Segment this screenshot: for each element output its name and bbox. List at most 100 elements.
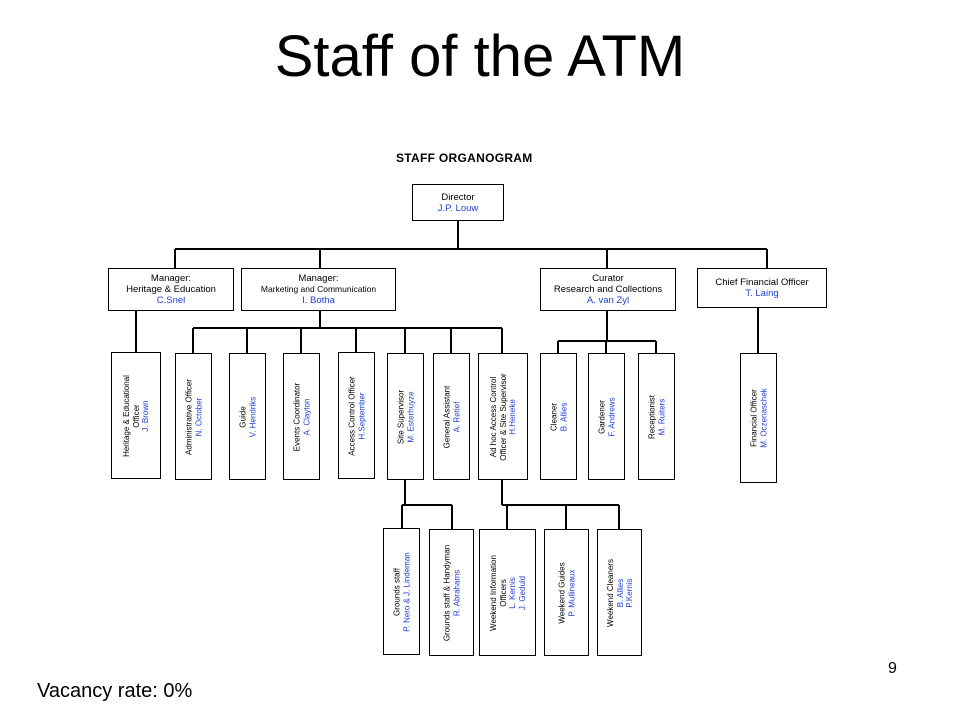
sub-staff-role-line1: Weekend Cleaners bbox=[605, 558, 615, 627]
connector-line bbox=[355, 328, 357, 353]
vacancy-rate: Vacancy rate: 0% bbox=[37, 680, 193, 702]
staff-name: A. Retief bbox=[451, 401, 461, 432]
connector-line bbox=[319, 311, 321, 328]
curator-box: Curator Research and Collections A. van … bbox=[540, 268, 676, 311]
manager-role-line1: Curator bbox=[592, 273, 624, 284]
sub-staff-role-line1: Weekend Guides bbox=[557, 561, 566, 624]
staff-name: H.September bbox=[356, 391, 366, 440]
connector-line bbox=[457, 221, 459, 249]
manager-role-line2: Research and Collections bbox=[553, 284, 663, 295]
connector-line bbox=[451, 505, 453, 529]
manager-name: I. Botha bbox=[302, 295, 335, 306]
director-box: Director J.P. Louw bbox=[412, 184, 504, 221]
manager-name: A. van Zyl bbox=[586, 295, 630, 306]
staff-name: J. Brown bbox=[140, 399, 150, 432]
manager-role-line2: Heritage & Education bbox=[126, 284, 216, 295]
sub-staff-role-line1: Grounds staff & Handyman bbox=[442, 544, 451, 641]
sub-staff-name: P. Nero & J. Lindeman bbox=[401, 551, 411, 632]
sub-staff-name: P. Mullineaux bbox=[566, 569, 576, 617]
manager-name: C.Snel bbox=[156, 295, 186, 306]
staff-role-line1: Access Control Officer bbox=[347, 375, 356, 456]
staff-role-line1: Events Coordinator bbox=[292, 382, 301, 451]
connector-line bbox=[300, 328, 302, 353]
staff-role-line1: Gardener bbox=[597, 399, 606, 434]
staff-name: M. Oczenaschek bbox=[758, 388, 768, 448]
connector-line bbox=[618, 505, 620, 529]
connector-line bbox=[401, 505, 403, 528]
sub-staff-name-2: P.Kernis bbox=[624, 577, 634, 608]
manager-role-line1: Manager: bbox=[298, 273, 339, 284]
connector-line bbox=[565, 505, 567, 529]
sub-staff-name-2: J. Geduld bbox=[517, 575, 526, 610]
staff-role-line2: Officer & Site Supervisor bbox=[498, 372, 508, 461]
sub-staff-role-line1: Weekend Information bbox=[488, 554, 498, 631]
director-name: J.P. Louw bbox=[437, 202, 479, 214]
staff-role-line1: Cleaner bbox=[549, 402, 558, 431]
connector-line bbox=[557, 341, 559, 353]
connector-line bbox=[174, 249, 176, 268]
cfo-box: Chief Financial Officer T. Laing bbox=[697, 268, 827, 308]
manager-role-line1: Manager: bbox=[150, 273, 192, 284]
connector-line bbox=[319, 249, 321, 268]
connector-line bbox=[502, 504, 619, 506]
connector-line bbox=[506, 505, 508, 529]
staff-name: B. Allies bbox=[558, 402, 568, 431]
director-role: Director bbox=[441, 191, 475, 203]
staff-role-line1: Ad hoc Access Control bbox=[488, 376, 498, 457]
staff-role-line1: Administrative Officer bbox=[184, 378, 193, 455]
staff-role-line1: General Assistant bbox=[442, 385, 451, 448]
connector-line bbox=[175, 248, 767, 250]
staff-name: A. Clayton bbox=[301, 398, 311, 435]
staff-name: M. Esterhuyze bbox=[405, 390, 415, 443]
page-number: 9 bbox=[888, 660, 897, 677]
staff-name: F. Andrews bbox=[606, 396, 616, 437]
staff-role-line1: Guide bbox=[238, 405, 247, 428]
connector-line bbox=[655, 341, 657, 353]
sub-staff-name: B. Allies bbox=[614, 578, 624, 607]
staff-name: V. Hendriks bbox=[247, 396, 257, 437]
manager-role-line2: Marketing and Communication bbox=[260, 284, 377, 294]
connector-line bbox=[402, 504, 452, 506]
connector-line bbox=[606, 311, 608, 341]
staff-name: M. Ruiters bbox=[656, 398, 666, 435]
staff-role-line2: Officer bbox=[131, 403, 141, 428]
staff-role-line1: Financial Officer bbox=[749, 389, 758, 447]
connector-line bbox=[192, 328, 194, 353]
sub-staff-role-line1: Grounds staff bbox=[392, 567, 401, 616]
connector-line bbox=[246, 328, 248, 353]
connector-line bbox=[757, 308, 759, 353]
manager-role-line1: Chief Financial Officer bbox=[715, 277, 809, 288]
staff-role-line1: Heritage & Educational bbox=[121, 374, 131, 457]
staff-role-line1: Receptionist bbox=[647, 394, 656, 439]
sub-staff-name: R. Abrahams bbox=[451, 569, 461, 616]
sub-staff-name: L. Kernis bbox=[507, 576, 517, 609]
connector-line bbox=[766, 249, 768, 268]
manager-marketing-box: Manager: Marketing and Communication I. … bbox=[241, 268, 396, 311]
connector-line bbox=[605, 341, 607, 353]
slide-title: Staff of the ATM bbox=[274, 24, 686, 89]
sub-staff-role-line2: Officers bbox=[498, 578, 507, 607]
manager-heritage-box: Manager: Heritage & Education C.Snel bbox=[108, 268, 234, 311]
connector-line bbox=[404, 480, 406, 505]
staff-role-line1: Site Supervisor bbox=[396, 389, 405, 444]
connector-line bbox=[193, 327, 502, 329]
connector-line bbox=[558, 340, 656, 342]
manager-name: T. Laing bbox=[745, 288, 779, 299]
staff-name: N. October bbox=[193, 397, 203, 436]
staff-name: H.Heneke bbox=[507, 398, 517, 435]
